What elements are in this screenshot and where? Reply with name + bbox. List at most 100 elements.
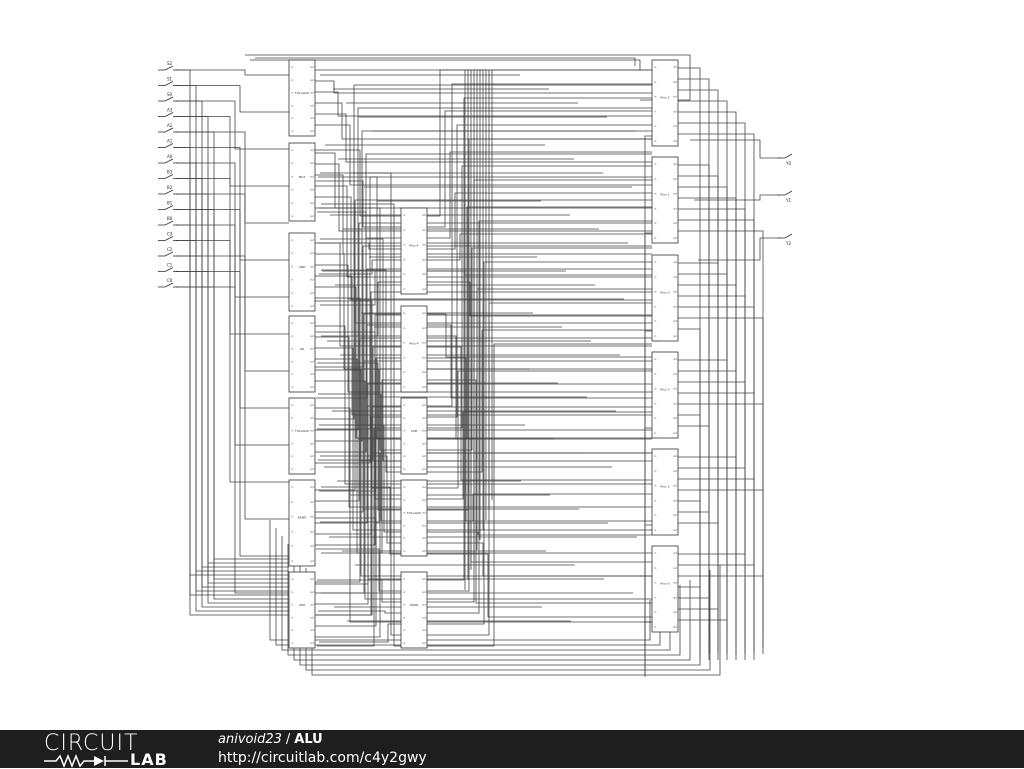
pin-label: in xyxy=(654,357,657,361)
wire xyxy=(316,324,401,399)
wire xyxy=(678,230,764,654)
pin-label: in xyxy=(291,359,294,363)
chip-body xyxy=(288,479,316,567)
wire xyxy=(678,586,701,630)
input-label: C0 xyxy=(167,278,173,283)
wire xyxy=(315,124,652,186)
pin-label: in xyxy=(291,78,294,82)
pin-label: in xyxy=(403,454,406,458)
input-switch[interactable]: A0 xyxy=(158,154,178,164)
wire xyxy=(427,553,652,618)
input-switch[interactable]: A2 xyxy=(158,123,178,133)
output-switch[interactable]: Y2 xyxy=(778,233,793,246)
wire xyxy=(678,608,719,630)
pin-label: in xyxy=(403,429,406,433)
pin-label: out xyxy=(422,441,426,445)
pin-label: in xyxy=(654,109,657,113)
input-switch[interactable]: A3 xyxy=(158,108,178,117)
wire xyxy=(315,153,652,453)
wire xyxy=(427,324,652,399)
pin-label: out xyxy=(310,577,314,581)
chip-label: NAND xyxy=(298,516,308,520)
wire xyxy=(678,511,710,636)
wire xyxy=(427,192,652,250)
pin-label: in xyxy=(403,549,406,553)
input-switch[interactable]: C1 xyxy=(158,263,178,272)
wire xyxy=(316,416,401,616)
pin-label: in xyxy=(403,416,406,420)
pin-label: in xyxy=(291,454,294,458)
output-switch[interactable]: Y1 xyxy=(778,190,793,203)
wire xyxy=(317,211,401,239)
owner-link[interactable]: anivoid23 xyxy=(218,732,282,747)
pin-label: out xyxy=(422,326,426,330)
input-switch[interactable]: C3 xyxy=(158,232,178,241)
input-label: B3 xyxy=(167,170,173,175)
wire xyxy=(678,414,701,642)
pin-label: in xyxy=(291,429,294,433)
chip-label: Mux 1 xyxy=(660,193,669,197)
pin-label: in xyxy=(291,385,294,389)
pin-label: in xyxy=(654,334,657,338)
wire xyxy=(176,271,289,557)
pin-label: out xyxy=(422,615,426,619)
footer-bar: CIRCUIT LAB anivoid23/ALU http://circuit… xyxy=(0,730,1024,768)
input-switch[interactable]: S2 xyxy=(158,61,178,71)
pin-label: out xyxy=(673,551,677,555)
input-switch[interactable]: C2 xyxy=(158,247,178,257)
circuit-title[interactable]: ALU xyxy=(294,732,323,747)
pin-label: out xyxy=(422,641,426,645)
input-switch[interactable]: C0 xyxy=(158,278,178,288)
input-switch[interactable]: B1 xyxy=(158,201,178,210)
pin-label: in xyxy=(291,441,294,445)
circuit-url[interactable]: http://circuitlab.com/c4y2gwy xyxy=(218,750,427,766)
input-switch[interactable]: B0 xyxy=(158,216,178,226)
wire xyxy=(176,116,289,604)
wire xyxy=(176,224,289,446)
pin-label: out xyxy=(673,484,677,488)
circuitlab-logo[interactable]: CIRCUIT LAB xyxy=(44,732,184,768)
switch-blade xyxy=(164,251,174,257)
pin-label: in xyxy=(403,485,406,489)
wire xyxy=(176,193,289,584)
pin-label: in xyxy=(654,319,657,323)
wire xyxy=(320,172,401,636)
pin-label: out xyxy=(310,529,314,533)
pin-label: out xyxy=(422,287,426,291)
pin-label: out xyxy=(673,236,677,240)
wire xyxy=(678,478,755,636)
input-switch[interactable]: B2 xyxy=(158,185,178,195)
wire xyxy=(315,149,401,217)
pin-label: out xyxy=(673,513,677,517)
wire xyxy=(176,240,289,483)
input-switch[interactable]: B3 xyxy=(158,170,178,179)
input-switch[interactable]: A1 xyxy=(158,139,178,148)
input-switch[interactable]: S0 xyxy=(158,92,178,102)
pin-label: out xyxy=(310,372,314,376)
wire xyxy=(678,575,764,630)
pin-label: out xyxy=(422,213,426,217)
pin-label: out xyxy=(673,469,677,473)
input-switch[interactable]: S1 xyxy=(158,77,178,86)
output-switch[interactable]: Y0 xyxy=(778,153,793,166)
